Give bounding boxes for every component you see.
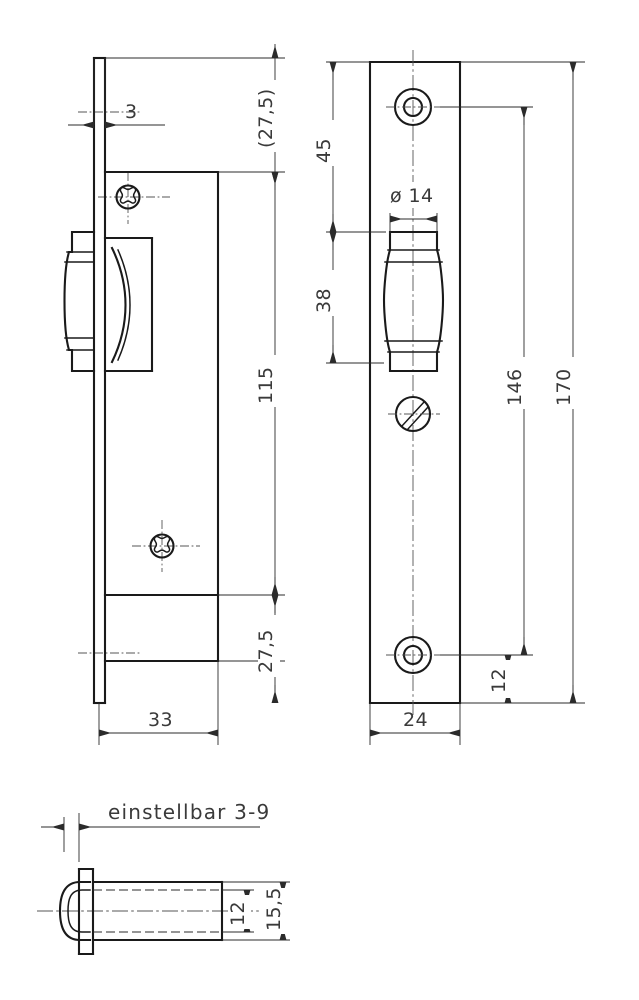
dimension-faceplate-width: 24: [369, 703, 461, 745]
dimension-hole-spacing: 146: [440, 106, 533, 656]
side-view: 3 (27,5) 115 27,5: [63, 44, 285, 745]
dimension-label-diameter-14: ø 14: [390, 185, 433, 207]
dimension-label-38: 38: [313, 288, 335, 313]
dimension-label-27-5-bottom: 27,5: [255, 629, 277, 673]
dimension-label-15-5: 15,5: [263, 887, 285, 931]
dimension-label-33: 33: [148, 709, 173, 731]
side-view-latch-housing: [103, 236, 154, 373]
front-view-mounting-hole-bottom: [386, 635, 440, 675]
front-view-adjust-screw: [388, 395, 440, 433]
dimension-bolt-height: 38: [313, 231, 384, 364]
dimension-faceplate-length: 170: [460, 61, 585, 704]
dimension-flange-overall: 15,5: [222, 881, 290, 941]
detail-view-adjust-note: einstellbar 3-9: [41, 800, 270, 862]
front-view: 45 38 ø 14 146: [313, 50, 585, 745]
side-view-fixing-screw-top: [115, 184, 141, 210]
dimension-label-24: 24: [403, 709, 428, 731]
front-view-faceplate: [368, 60, 462, 705]
dimension-bore-diameter: 12: [222, 889, 254, 933]
dimension-label-170: 170: [553, 369, 575, 406]
dimension-label-12-detail: 12: [227, 901, 249, 926]
note-label-einstellbar: einstellbar 3-9: [108, 800, 270, 824]
detail-view-nose: [58, 880, 92, 942]
dimension-bottom-hole-edge: 12: [488, 654, 514, 703]
dimension-label-146: 146: [504, 369, 526, 406]
dimension-bottom-offset: 27,5: [218, 594, 285, 703]
dimension-case-depth: 33: [98, 661, 219, 745]
dimension-faceplate-thickness: 3: [68, 58, 165, 129]
front-view-roller-bolt: [382, 230, 445, 373]
detail-view-body: [91, 880, 224, 942]
dimension-label-12-front: 12: [488, 668, 510, 693]
side-view-roller-latch: [63, 230, 96, 373]
dimension-label-45: 45: [313, 138, 335, 163]
dimension-top-offset: (27,5): [105, 44, 285, 186]
side-view-lock-case: [103, 170, 220, 663]
strike-detail-view: einstellbar 3-9 12 15,5: [37, 800, 290, 956]
dimension-label-27-5-top: (27,5): [255, 88, 277, 148]
dimension-label-115: 115: [255, 367, 277, 404]
dimension-label-3: 3: [125, 101, 138, 123]
dimension-bolt-diameter: ø 14: [387, 182, 443, 234]
dimension-case-length: 115: [255, 171, 280, 595]
front-view-mounting-hole-top: [386, 87, 440, 127]
side-view-fixing-screw-bottom: [149, 533, 175, 559]
